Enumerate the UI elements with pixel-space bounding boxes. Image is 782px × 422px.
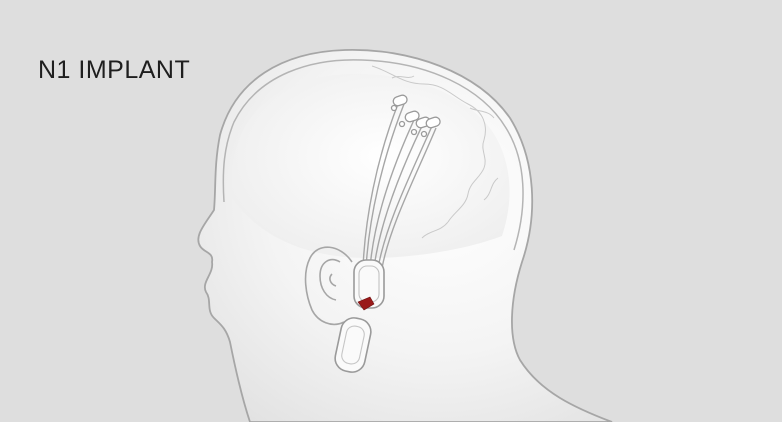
electrode-node [410, 128, 418, 136]
electrode-tip [404, 110, 420, 123]
diagram-title: N1 IMPLANT [38, 56, 191, 84]
electrode-node [398, 120, 406, 128]
electrode-node [390, 104, 398, 112]
skull-outline [222, 59, 524, 251]
electrode-tip [392, 94, 408, 107]
brain-sulci [371, 65, 499, 239]
electrode-node [420, 130, 428, 138]
implant-device [353, 259, 385, 309]
implant-chip [357, 296, 375, 311]
electrode-tips [390, 94, 441, 138]
inductive-charger [334, 317, 372, 373]
electrode-tip [425, 116, 441, 129]
ear [304, 246, 353, 326]
electrode-threads [362, 103, 437, 269]
